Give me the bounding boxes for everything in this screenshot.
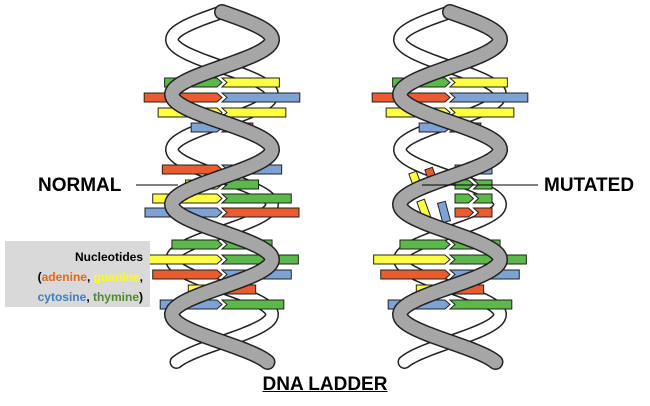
base-left (373, 254, 451, 265)
normal-dna-helix (143, 4, 301, 370)
legend-guanine: guanine (93, 270, 140, 284)
backbone-strand (165, 5, 279, 369)
base-left (399, 239, 451, 250)
base-right (220, 299, 285, 310)
normal-label: NORMAL (38, 175, 122, 196)
legend-adenine: adenine (41, 270, 87, 284)
legend-close-paren: ) (139, 290, 143, 304)
nucleotides-legend: Nucleotides (adenine, guanine, cytosine,… (5, 241, 150, 307)
base-left (171, 239, 223, 250)
base-left (454, 207, 475, 218)
broken-base (436, 200, 452, 224)
base-right (448, 77, 508, 88)
base-left (380, 269, 451, 280)
mutated-dna-helix (371, 4, 529, 370)
base-left (152, 269, 223, 280)
legend-cytosine: cytosine (37, 290, 87, 304)
backbone-strand (393, 5, 507, 369)
base-right (472, 207, 493, 218)
base-right (448, 107, 515, 118)
legend-sep: , (86, 290, 93, 304)
legend-thymine: thymine (92, 290, 139, 304)
legend-heading: Nucleotides (74, 250, 143, 264)
base-right (220, 92, 301, 103)
base-left (145, 254, 223, 265)
base-right (220, 77, 280, 88)
legend-sep: , (139, 270, 143, 284)
diagram-title: DNA LADDER (262, 374, 388, 395)
base-right (220, 207, 300, 218)
legend-open-paren: ( (37, 270, 42, 284)
mutated-label: MUTATED (544, 175, 635, 196)
base-right (448, 299, 513, 310)
base-left (454, 193, 475, 204)
base-right (472, 193, 493, 204)
base-right (220, 107, 287, 118)
base-right (448, 92, 529, 103)
base-right (220, 193, 292, 204)
legend-sep: , (86, 270, 94, 284)
